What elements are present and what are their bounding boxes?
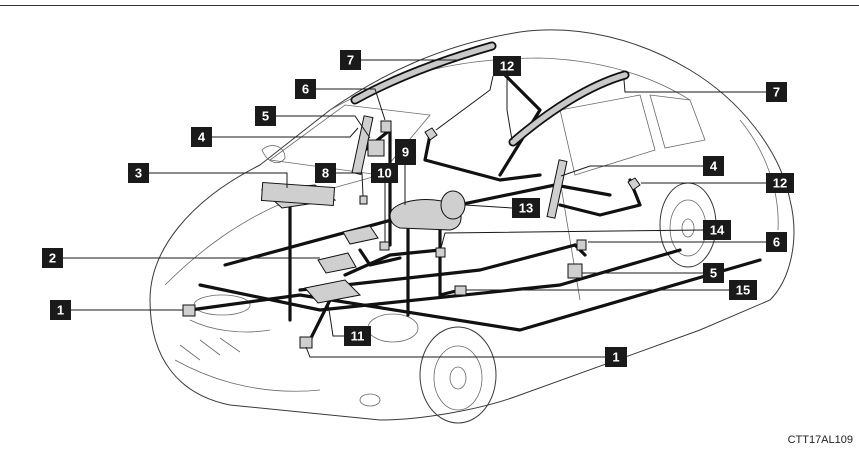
svg-text:7: 7 [347,53,354,68]
svg-text:6: 6 [302,82,309,97]
callout-5-right: 5 [703,263,724,283]
car-outline [149,29,795,424]
callout-14: 14 [703,220,731,240]
callout-11: 11 [344,326,371,346]
callout-1-front-bottom: 1 [605,347,627,367]
top-rule [0,5,859,6]
svg-text:3: 3 [135,166,142,181]
callout-15: 15 [729,280,757,300]
callout-7-right: 7 [766,82,787,102]
curtain-airbags [350,41,630,147]
callout-1-front-left: 1 [50,300,71,320]
callout-6-right: 6 [766,232,787,252]
svg-text:5: 5 [262,109,269,124]
callout-13: 13 [512,198,540,218]
callout-8: 8 [315,163,336,183]
svg-text:1: 1 [612,350,619,365]
callout-2: 2 [42,248,63,268]
callout-4-right: 4 [703,156,724,176]
svg-text:12: 12 [500,59,514,74]
callout-10: 10 [371,163,398,183]
svg-text:11: 11 [351,329,365,344]
callout-4-left: 4 [191,127,212,147]
callout-6-left: 6 [295,79,316,99]
svg-text:12: 12 [773,176,787,191]
svg-text:13: 13 [519,201,533,216]
svg-text:7: 7 [773,85,780,100]
callout-3: 3 [128,163,149,183]
svg-text:1: 1 [57,303,64,318]
callout-12-top: 12 [493,56,521,76]
callout-9: 9 [395,139,416,165]
leader-lines [63,59,766,358]
system-parts [182,115,641,349]
svg-text:4: 4 [710,159,718,174]
figure-code: CTT17AL109 [787,434,853,446]
callout-7-left: 7 [340,50,361,70]
callout-5-left: 5 [255,106,276,126]
svg-text:10: 10 [377,166,391,181]
callout-12-right: 12 [766,173,794,193]
svg-text:5: 5 [710,266,717,281]
svg-text:2: 2 [49,251,56,266]
svg-text:9: 9 [402,145,409,160]
svg-text:6: 6 [773,235,780,250]
svg-text:4: 4 [198,130,206,145]
svg-text:14: 14 [710,223,725,238]
svg-text:15: 15 [736,283,750,298]
svg-text:8: 8 [322,166,329,181]
